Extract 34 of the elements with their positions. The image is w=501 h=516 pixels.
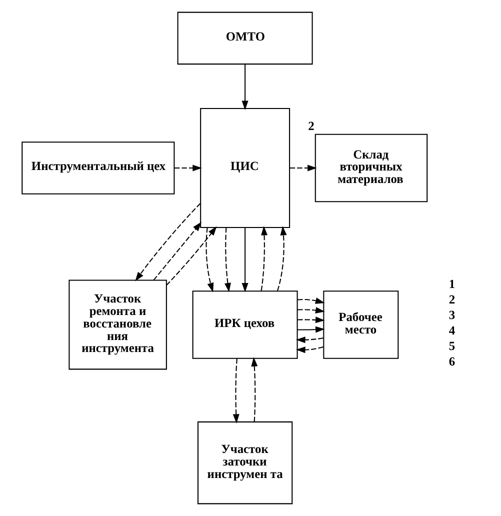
node-box: ОМТО (176, 12, 312, 65)
arrow (152, 222, 202, 280)
arrow (297, 326, 324, 333)
arrow (297, 307, 324, 314)
arrow (174, 164, 202, 172)
arrow (241, 64, 248, 110)
arrow (134, 203, 200, 282)
arrow (250, 357, 258, 422)
legend-label: 6 (448, 354, 455, 369)
node-box: ЦИС (200, 108, 290, 228)
arrow (297, 316, 324, 324)
node-box: Рабочее место (322, 290, 398, 359)
legend-label: 5 (448, 339, 455, 354)
arrow (232, 358, 239, 424)
node-box: Участок заточки инструмен та (196, 421, 292, 504)
legend-label: 2 (448, 292, 455, 307)
arrow (166, 226, 216, 286)
node-box: ИРК цехов (192, 290, 298, 359)
node-label: 2 (308, 118, 314, 133)
arrow (260, 226, 268, 291)
arrow (241, 228, 248, 292)
node-box: Участок ремонта и восстановле ния инструмента (68, 280, 166, 370)
node-box: Склад вторичных материалов (314, 134, 428, 202)
legend-label: 3 (448, 308, 455, 322)
arrow (276, 226, 286, 291)
arrow (224, 227, 230, 292)
legend-label: 1 (448, 277, 455, 292)
arrow (295, 336, 323, 344)
arrow (295, 346, 323, 354)
node-box: Инструментальный цех (21, 142, 174, 194)
arrow (289, 164, 316, 172)
arrow (297, 298, 324, 304)
arrow (205, 227, 214, 292)
legend-label: 4 (448, 324, 455, 338)
